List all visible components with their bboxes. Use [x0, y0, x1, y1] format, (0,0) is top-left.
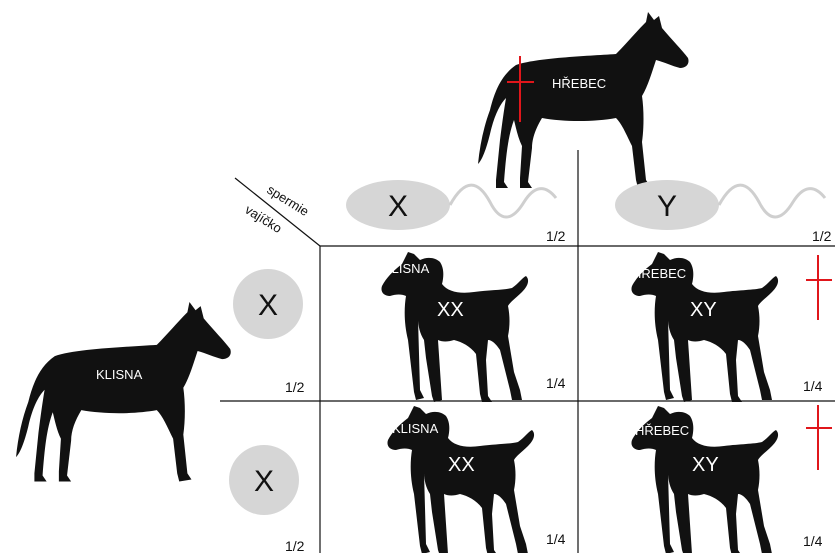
offspring-sex-label: KLISNA: [383, 261, 430, 276]
sperm-x-prob: 1/2: [546, 228, 566, 244]
offspring-sex-label: HŘEBEC: [632, 266, 686, 281]
stallion-parent: HŘEBEC: [478, 12, 689, 188]
egg-header-label: vajíčko: [242, 202, 284, 236]
offspring-prob: 1/4: [803, 533, 823, 549]
offspring-genotype: XY: [692, 454, 719, 476]
offspring-cell-xy-2: HŘEBEC XY 1/4: [631, 405, 832, 553]
sperm-tail: [450, 185, 556, 217]
offspring-prob: 1/4: [546, 375, 566, 391]
offspring-genotype: XX: [448, 454, 475, 476]
offspring-cell-xx-1: KLISNA XX 1/4: [381, 252, 565, 402]
offspring-cell-xx-2: KLISNA XX 1/4: [387, 406, 565, 553]
stallion-label: HŘEBEC: [552, 76, 606, 91]
mare-label: KLISNA: [96, 367, 143, 382]
egg-x-row1: X 1/2: [233, 269, 305, 395]
offspring-cell-xy-1: HŘEBEC XY 1/4: [631, 252, 832, 402]
egg-x-row2: X 1/2: [229, 445, 305, 553]
offspring-genotype: XX: [437, 299, 464, 321]
sperm-tail: [719, 185, 825, 217]
egg-prob: 1/2: [285, 379, 305, 395]
mare-parent: KLISNA: [16, 302, 231, 482]
egg-allele: X: [254, 465, 274, 498]
sperm-x: X 1/2: [346, 180, 566, 244]
egg-allele: X: [258, 289, 278, 322]
sperm-y-prob: 1/2: [812, 228, 832, 244]
sperm-x-allele: X: [388, 190, 408, 223]
offspring-prob: 1/4: [803, 378, 823, 394]
sperm-header-label: spermie: [264, 182, 311, 219]
sperm-y: Y 1/2: [615, 180, 832, 244]
offspring-sex-label: KLISNA: [392, 421, 439, 436]
offspring-sex-label: HŘEBEC: [635, 423, 689, 438]
male-symbol-icon: [806, 255, 832, 320]
egg-prob: 1/2: [285, 538, 305, 553]
male-symbol-icon: [806, 405, 832, 470]
offspring-genotype: XY: [690, 299, 717, 321]
sperm-y-allele: Y: [657, 190, 677, 223]
offspring-prob: 1/4: [546, 531, 566, 547]
